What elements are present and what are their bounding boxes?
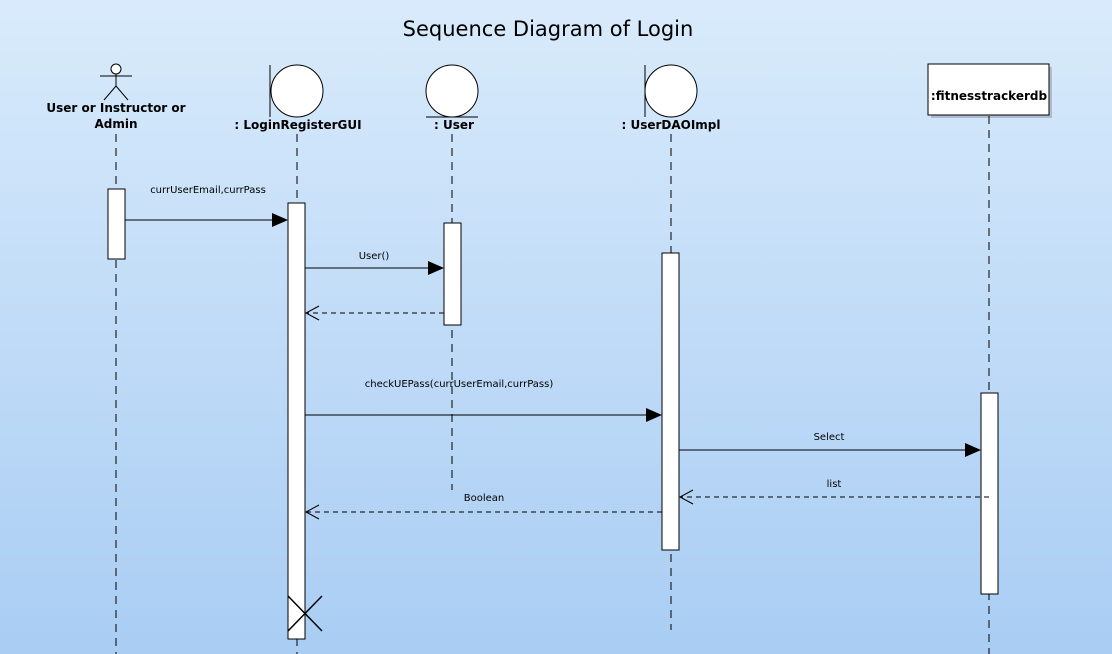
entity-icon	[425, 64, 479, 118]
message-user-constructor: User()	[305, 251, 444, 275]
actor-label-line-2: Admin	[94, 117, 137, 131]
lifeline-login-register-gui: : LoginRegisterGUI	[234, 64, 362, 654]
db-activation-bar	[980, 392, 999, 595]
gui-label: : LoginRegisterGUI	[234, 118, 361, 132]
user-activation-bar	[443, 222, 462, 326]
diagram-title: Sequence Diagram of Login	[403, 17, 694, 41]
message-check-ue-pass: checkUEPass(currUserEmail,currPass)	[305, 379, 662, 422]
message-select: Select	[679, 432, 981, 457]
dao-activation-bar	[661, 252, 680, 551]
message-curr-user-email-curr-pass: currUserEmail,currPass	[125, 185, 288, 227]
message-label: list	[827, 479, 842, 490]
boundary-icon	[644, 64, 698, 118]
lifeline-actor: User or Instructor or Admin	[46, 63, 186, 654]
message-user-return	[304, 305, 444, 321]
message-label: currUserEmail,currPass	[150, 185, 266, 196]
boundary-icon	[269, 64, 324, 118]
message-list-return: list	[678, 479, 989, 505]
actor-activation-bar	[107, 188, 126, 260]
lifeline-user: : User	[425, 64, 479, 490]
actor-icon	[100, 63, 132, 101]
gui-activation-bar	[287, 202, 306, 640]
message-label: User()	[359, 251, 390, 262]
lifeline-user-dao-impl: : UserDAOImpl	[621, 64, 721, 630]
actor-label-line-1: User or Instructor or	[46, 101, 185, 115]
object-box	[927, 63, 1050, 116]
message-label: checkUEPass(currUserEmail,currPass)	[365, 379, 554, 390]
message-label: Boolean	[464, 493, 505, 504]
message-boolean-return: Boolean	[304, 493, 662, 520]
destruction-x-icon	[287, 595, 323, 632]
lifeline-fitnesstrackerdb: :fitnesstrackerdb	[927, 63, 1052, 654]
dao-label: : UserDAOImpl	[621, 118, 720, 132]
user-label: : User	[434, 118, 474, 132]
db-label: :fitnesstrackerdb	[931, 89, 1048, 103]
message-label: Select	[814, 432, 845, 443]
